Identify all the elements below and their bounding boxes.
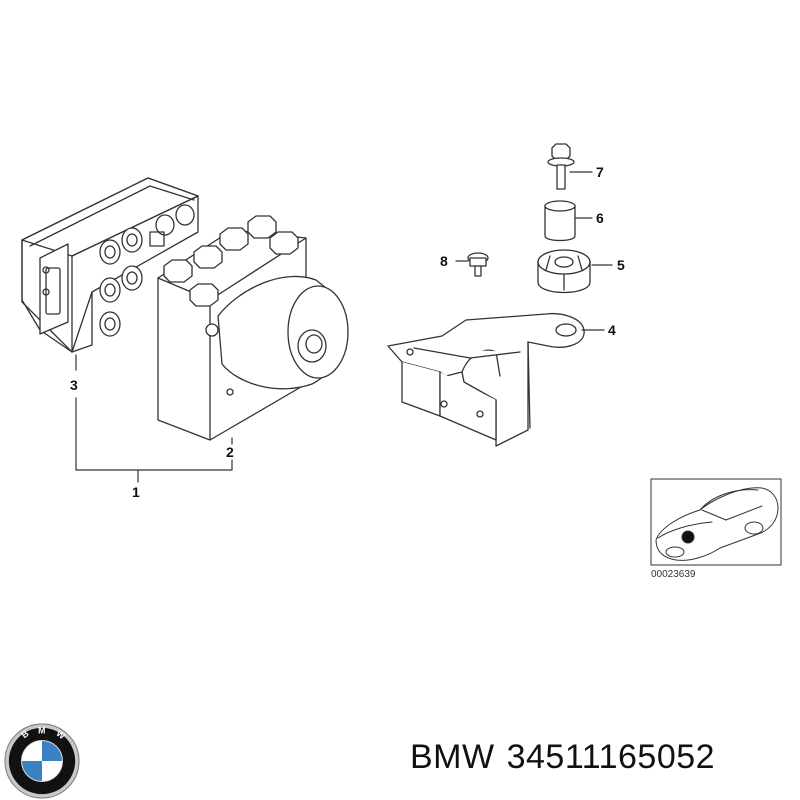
sleeve-part-6 xyxy=(544,200,576,242)
callout-6: 6 xyxy=(596,210,604,226)
bracket-part-4 xyxy=(387,312,585,447)
callout-3: 3 xyxy=(70,377,78,393)
rubber-mount-part-5 xyxy=(537,249,591,294)
location-thumbnail xyxy=(650,478,782,566)
callout-8: 8 xyxy=(440,253,448,269)
callout-4: 4 xyxy=(608,322,616,338)
callout-1: 1 xyxy=(132,484,140,500)
svg-text:M: M xyxy=(38,726,45,736)
screw-part-8 xyxy=(467,252,489,277)
part-caption: BMW 34511165052 xyxy=(410,738,727,777)
callout-7: 7 xyxy=(596,164,604,180)
svg-text:B: B xyxy=(20,728,31,740)
bolt-part-7 xyxy=(547,143,575,190)
part-number: 34511165052 xyxy=(506,738,716,776)
control-unit-part-3 xyxy=(21,177,199,353)
thumbnail-ref-code: 00023639 xyxy=(651,569,696,580)
leader-lines xyxy=(75,171,613,483)
callout-5: 5 xyxy=(617,257,625,273)
brand-name: BMW xyxy=(410,738,495,776)
hydraulic-unit-part-2 xyxy=(157,215,349,441)
callout-2: 2 xyxy=(226,444,234,460)
bmw-logo: B M W xyxy=(4,723,80,799)
valve-ports xyxy=(99,204,195,337)
